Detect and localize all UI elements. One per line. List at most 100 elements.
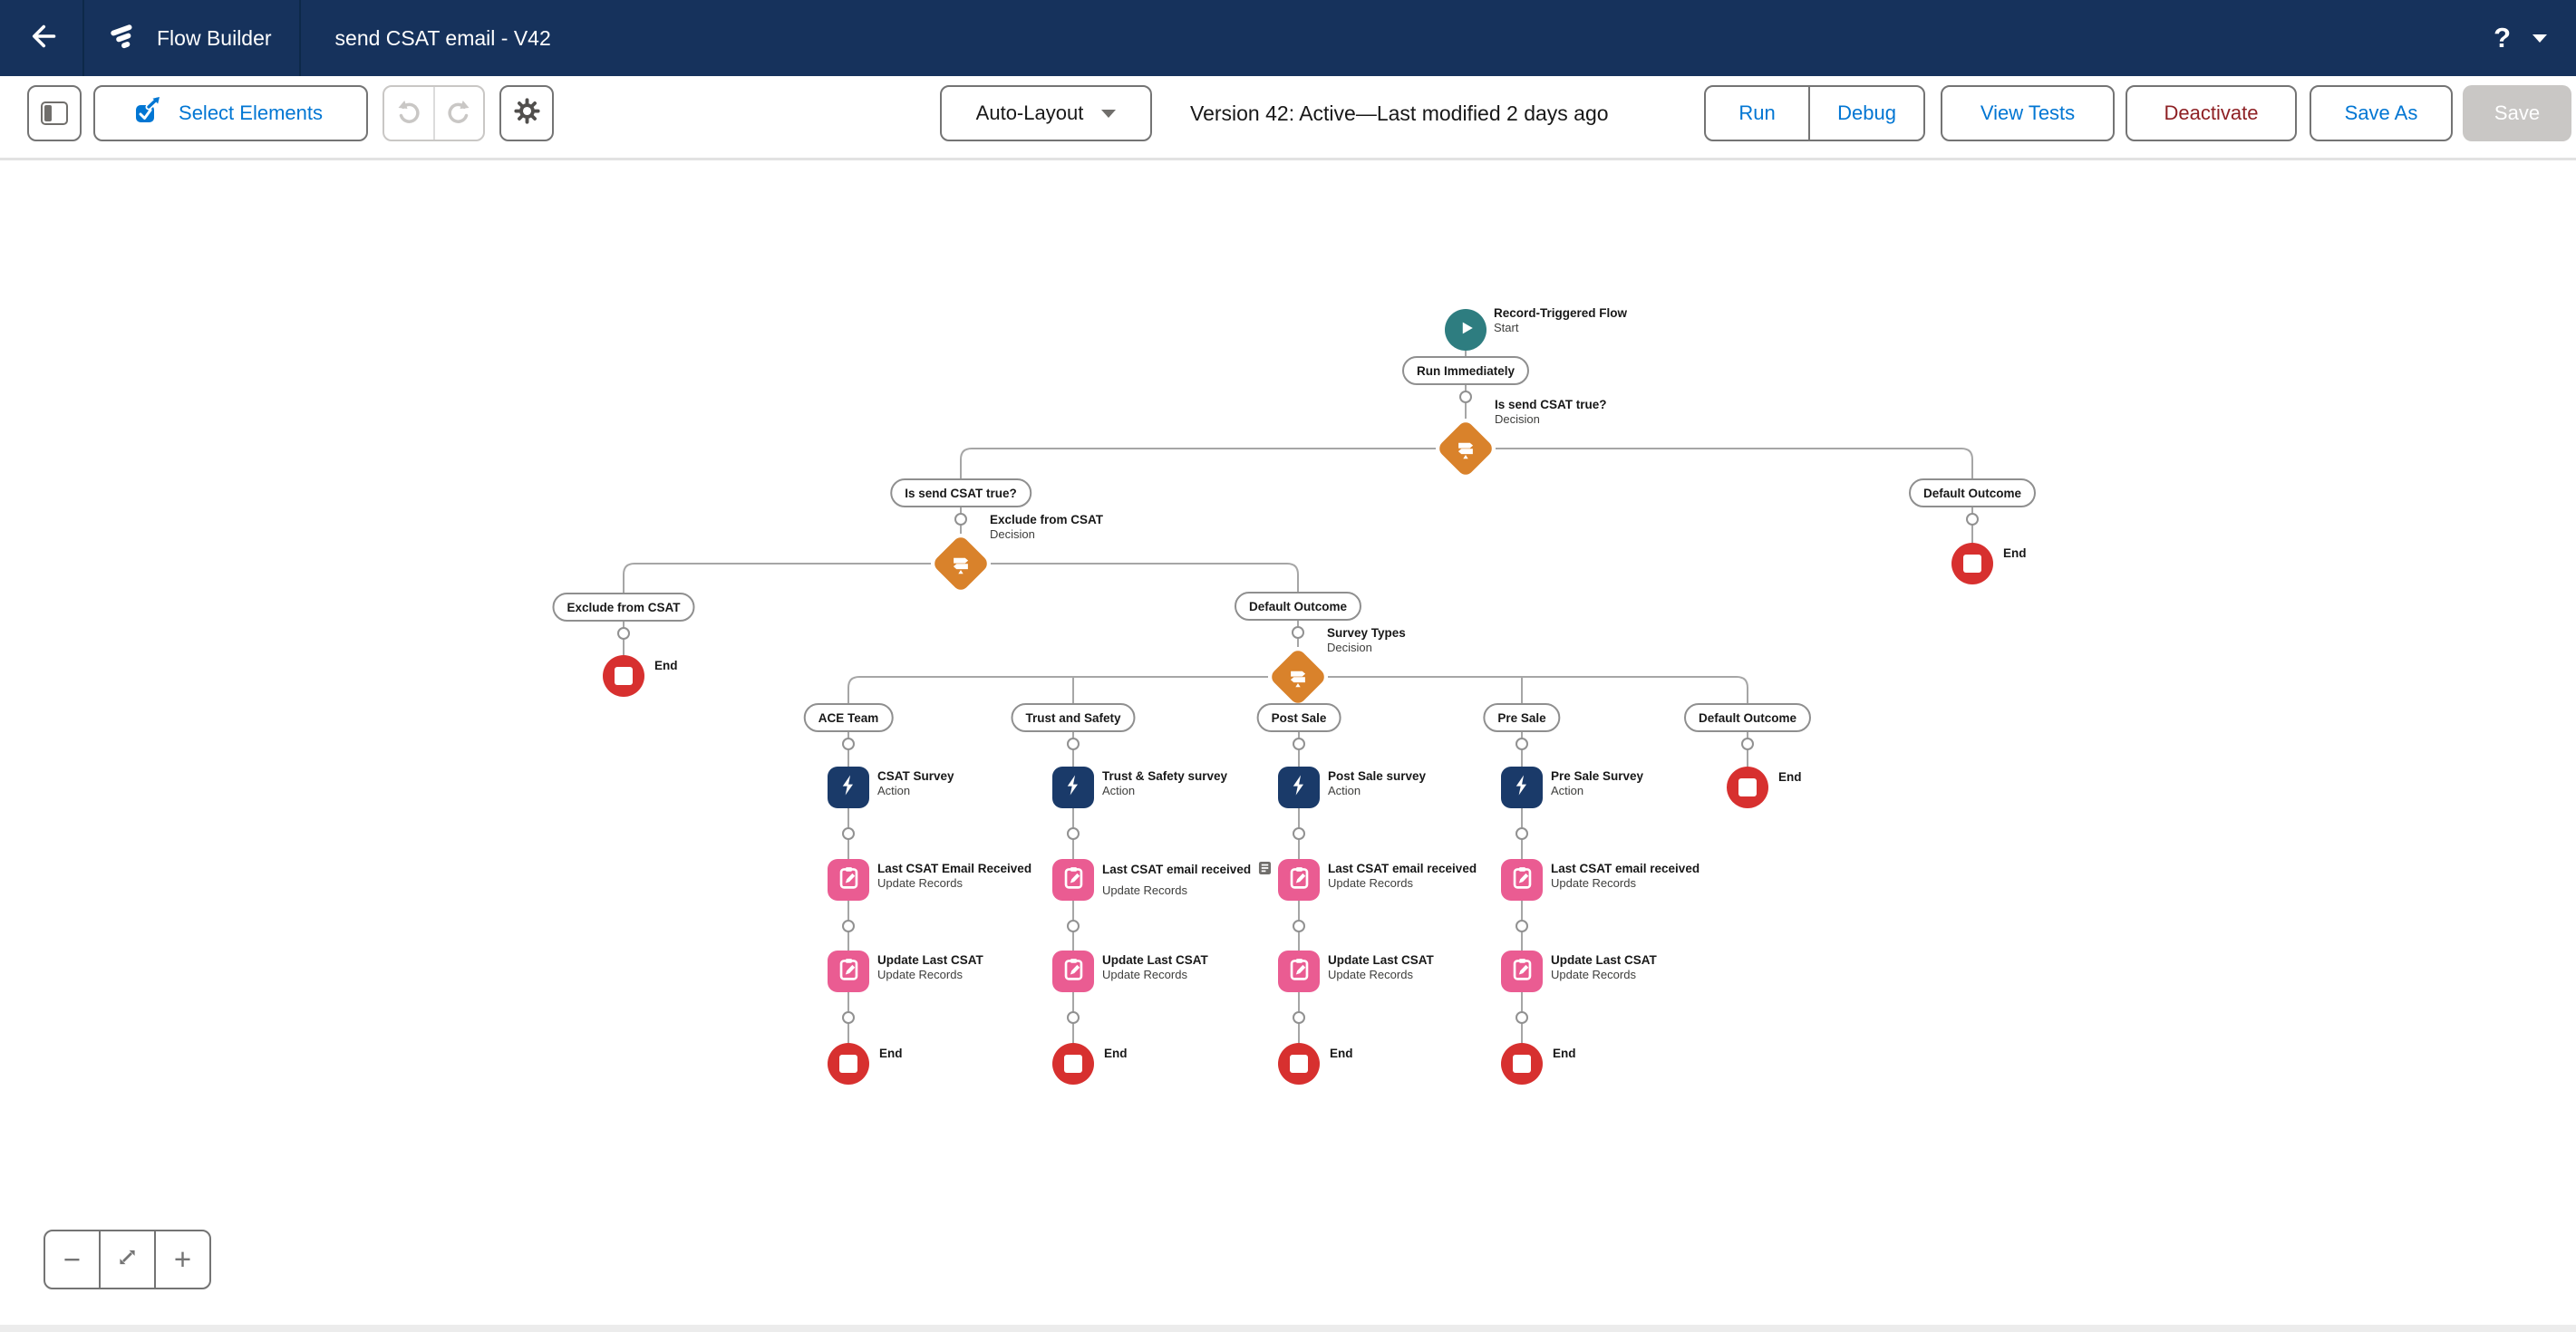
deactivate-button[interactable]: Deactivate: [2126, 85, 2297, 141]
update-records-node[interactable]: [828, 951, 869, 992]
add-element-dot[interactable]: [1067, 827, 1080, 840]
panel-toggle-icon: [41, 101, 68, 125]
update-records-node[interactable]: [1052, 859, 1094, 901]
add-element-dot[interactable]: [1516, 827, 1528, 840]
add-element-dot[interactable]: [842, 738, 855, 750]
run-label: Run: [1738, 101, 1776, 124]
run-button[interactable]: Run: [1706, 87, 1811, 140]
help-caret-icon[interactable]: [2532, 34, 2547, 43]
save-as-button[interactable]: Save As: [2310, 85, 2453, 141]
undo-redo-group: [383, 85, 485, 141]
add-element-dot[interactable]: [1293, 738, 1305, 750]
update-records-icon: [1286, 864, 1312, 895]
node-label: End: [1778, 770, 1802, 784]
decision-node[interactable]: [1268, 647, 1328, 707]
auto-layout-label: Auto-Layout: [975, 101, 1084, 124]
view-tests-label: View Tests: [1980, 101, 2076, 124]
add-element-dot[interactable]: [842, 827, 855, 840]
add-element-dot[interactable]: [1741, 738, 1754, 750]
update-records-node[interactable]: [1501, 859, 1543, 901]
back-arrow-icon: [25, 20, 58, 57]
add-element-dot[interactable]: [842, 920, 855, 932]
end-node[interactable]: [1501, 1043, 1543, 1085]
deactivate-label: Deactivate: [2164, 101, 2259, 124]
add-element-dot[interactable]: [1067, 738, 1080, 750]
update-records-icon: [1509, 956, 1535, 987]
action-node[interactable]: [1052, 767, 1094, 808]
update-records-node[interactable]: [1052, 951, 1094, 992]
end-node[interactable]: [603, 655, 644, 697]
version-status-text: Version 42: Active—Last modified 2 days …: [1190, 101, 1609, 125]
add-element-dot[interactable]: [1293, 827, 1305, 840]
end-node[interactable]: [1727, 767, 1768, 808]
update-records-node[interactable]: [1278, 951, 1320, 992]
back-button[interactable]: [0, 0, 82, 76]
add-element-dot[interactable]: [1292, 626, 1304, 639]
stop-icon: [1064, 1055, 1082, 1073]
fit-view-button[interactable]: [99, 1231, 154, 1288]
debug-button[interactable]: Debug: [1810, 87, 1923, 140]
update-records-icon: [1060, 956, 1087, 987]
end-node[interactable]: [1052, 1043, 1094, 1085]
help-icon[interactable]: ?: [2494, 22, 2511, 53]
canvas-zoom-controls: − +: [44, 1230, 211, 1289]
update-records-icon: [1509, 864, 1535, 895]
save-button[interactable]: Save: [2463, 85, 2571, 141]
decision-node[interactable]: [1436, 419, 1496, 478]
action-node[interactable]: [1278, 767, 1320, 808]
stop-icon: [1738, 778, 1757, 796]
end-node[interactable]: [1951, 543, 1993, 584]
stop-icon: [1290, 1055, 1308, 1073]
add-element-dot[interactable]: [1516, 920, 1528, 932]
update-records-node[interactable]: [828, 859, 869, 901]
node-label: End: [1104, 1047, 1128, 1060]
end-node[interactable]: [1278, 1043, 1320, 1085]
end-node[interactable]: [828, 1043, 869, 1085]
add-element-dot[interactable]: [1516, 738, 1528, 750]
redo-button[interactable]: [432, 87, 484, 140]
add-element-dot[interactable]: [842, 1011, 855, 1024]
view-tests-button[interactable]: View Tests: [1941, 85, 2115, 141]
stop-icon: [839, 1055, 857, 1073]
decision-node[interactable]: [931, 534, 991, 594]
decision-icon: [1454, 437, 1478, 461]
stop-icon: [1513, 1055, 1531, 1073]
action-node[interactable]: [828, 767, 869, 808]
add-element-dot[interactable]: [1459, 391, 1472, 403]
undo-icon: [395, 97, 422, 130]
action-node[interactable]: [1501, 767, 1543, 808]
auto-layout-dropdown[interactable]: Auto-Layout: [940, 85, 1152, 141]
add-element-dot[interactable]: [954, 513, 967, 526]
toggle-panel-button[interactable]: [27, 85, 82, 141]
zoom-in-button[interactable]: +: [154, 1231, 209, 1288]
add-element-dot[interactable]: [1067, 1011, 1080, 1024]
select-elements-button[interactable]: Select Elements: [93, 85, 368, 141]
branch-label-pill: Is send CSAT true?: [890, 478, 1031, 507]
update-records-icon: [1060, 864, 1087, 895]
dropdown-caret-icon: [1101, 109, 1117, 118]
lightning-bolt-icon: [1061, 773, 1086, 802]
settings-button[interactable]: [499, 85, 554, 141]
node-label: End: [654, 659, 678, 672]
add-element-dot[interactable]: [1516, 1011, 1528, 1024]
start-node[interactable]: [1445, 309, 1487, 351]
update-records-node[interactable]: [1501, 951, 1543, 992]
add-element-dot[interactable]: [1067, 920, 1080, 932]
lightning-bolt-icon: [837, 773, 861, 802]
zoom-out-button[interactable]: −: [45, 1231, 99, 1288]
add-element-dot[interactable]: [1293, 920, 1305, 932]
add-element-dot[interactable]: [1293, 1011, 1305, 1024]
update-records-node[interactable]: [1278, 859, 1320, 901]
add-element-dot[interactable]: [617, 627, 630, 640]
undo-button[interactable]: [384, 87, 433, 140]
branch-label-pill: Post Sale: [1256, 703, 1341, 732]
branch-label-pill: Default Outcome: [1234, 592, 1362, 621]
add-element-dot[interactable]: [1966, 513, 1979, 526]
